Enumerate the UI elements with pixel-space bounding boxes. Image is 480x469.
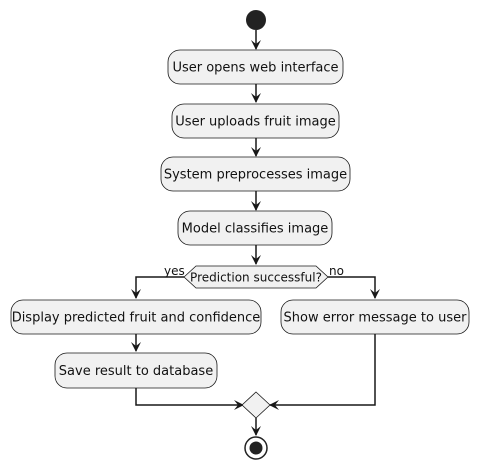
activity-upload-image-label: User uploads fruit image	[175, 115, 335, 130]
end-node	[244, 436, 268, 460]
flow-save-to-merge	[135, 388, 244, 410]
flow-decision-yes	[131, 276, 184, 299]
activity-open-interface: User opens web interface	[167, 49, 344, 85]
branch-yes-label: yes	[164, 264, 185, 278]
activity-show-error-label: Show error message to user	[284, 311, 468, 326]
branch-no-label: no	[329, 264, 344, 278]
activity-show-error: Show error message to user	[280, 299, 470, 335]
activity-display-result: Display predicted fruit and confidence	[10, 299, 262, 335]
activity-preprocess-label: System preprocesses image	[164, 168, 347, 183]
activity-classify: Model classifies image	[177, 210, 333, 246]
decision-prediction-successful: Prediction successful?	[183, 265, 329, 289]
merge-node	[241, 391, 271, 419]
activity-save-result: Save result to database	[54, 352, 218, 389]
activity-open-interface-label: User opens web interface	[172, 61, 338, 76]
activity-classify-label: Model classifies image	[182, 222, 329, 237]
flow-error-to-merge	[269, 334, 376, 410]
activity-upload-image: User uploads fruit image	[171, 103, 340, 139]
activity-display-result-label: Display predicted fruit and confidence	[12, 311, 261, 326]
activity-preprocess: System preprocesses image	[160, 156, 351, 192]
flow-decision-no	[328, 276, 380, 299]
start-node	[246, 10, 266, 30]
decision-label: Prediction successful?	[190, 271, 322, 285]
activity-save-result-label: Save result to database	[59, 364, 213, 379]
